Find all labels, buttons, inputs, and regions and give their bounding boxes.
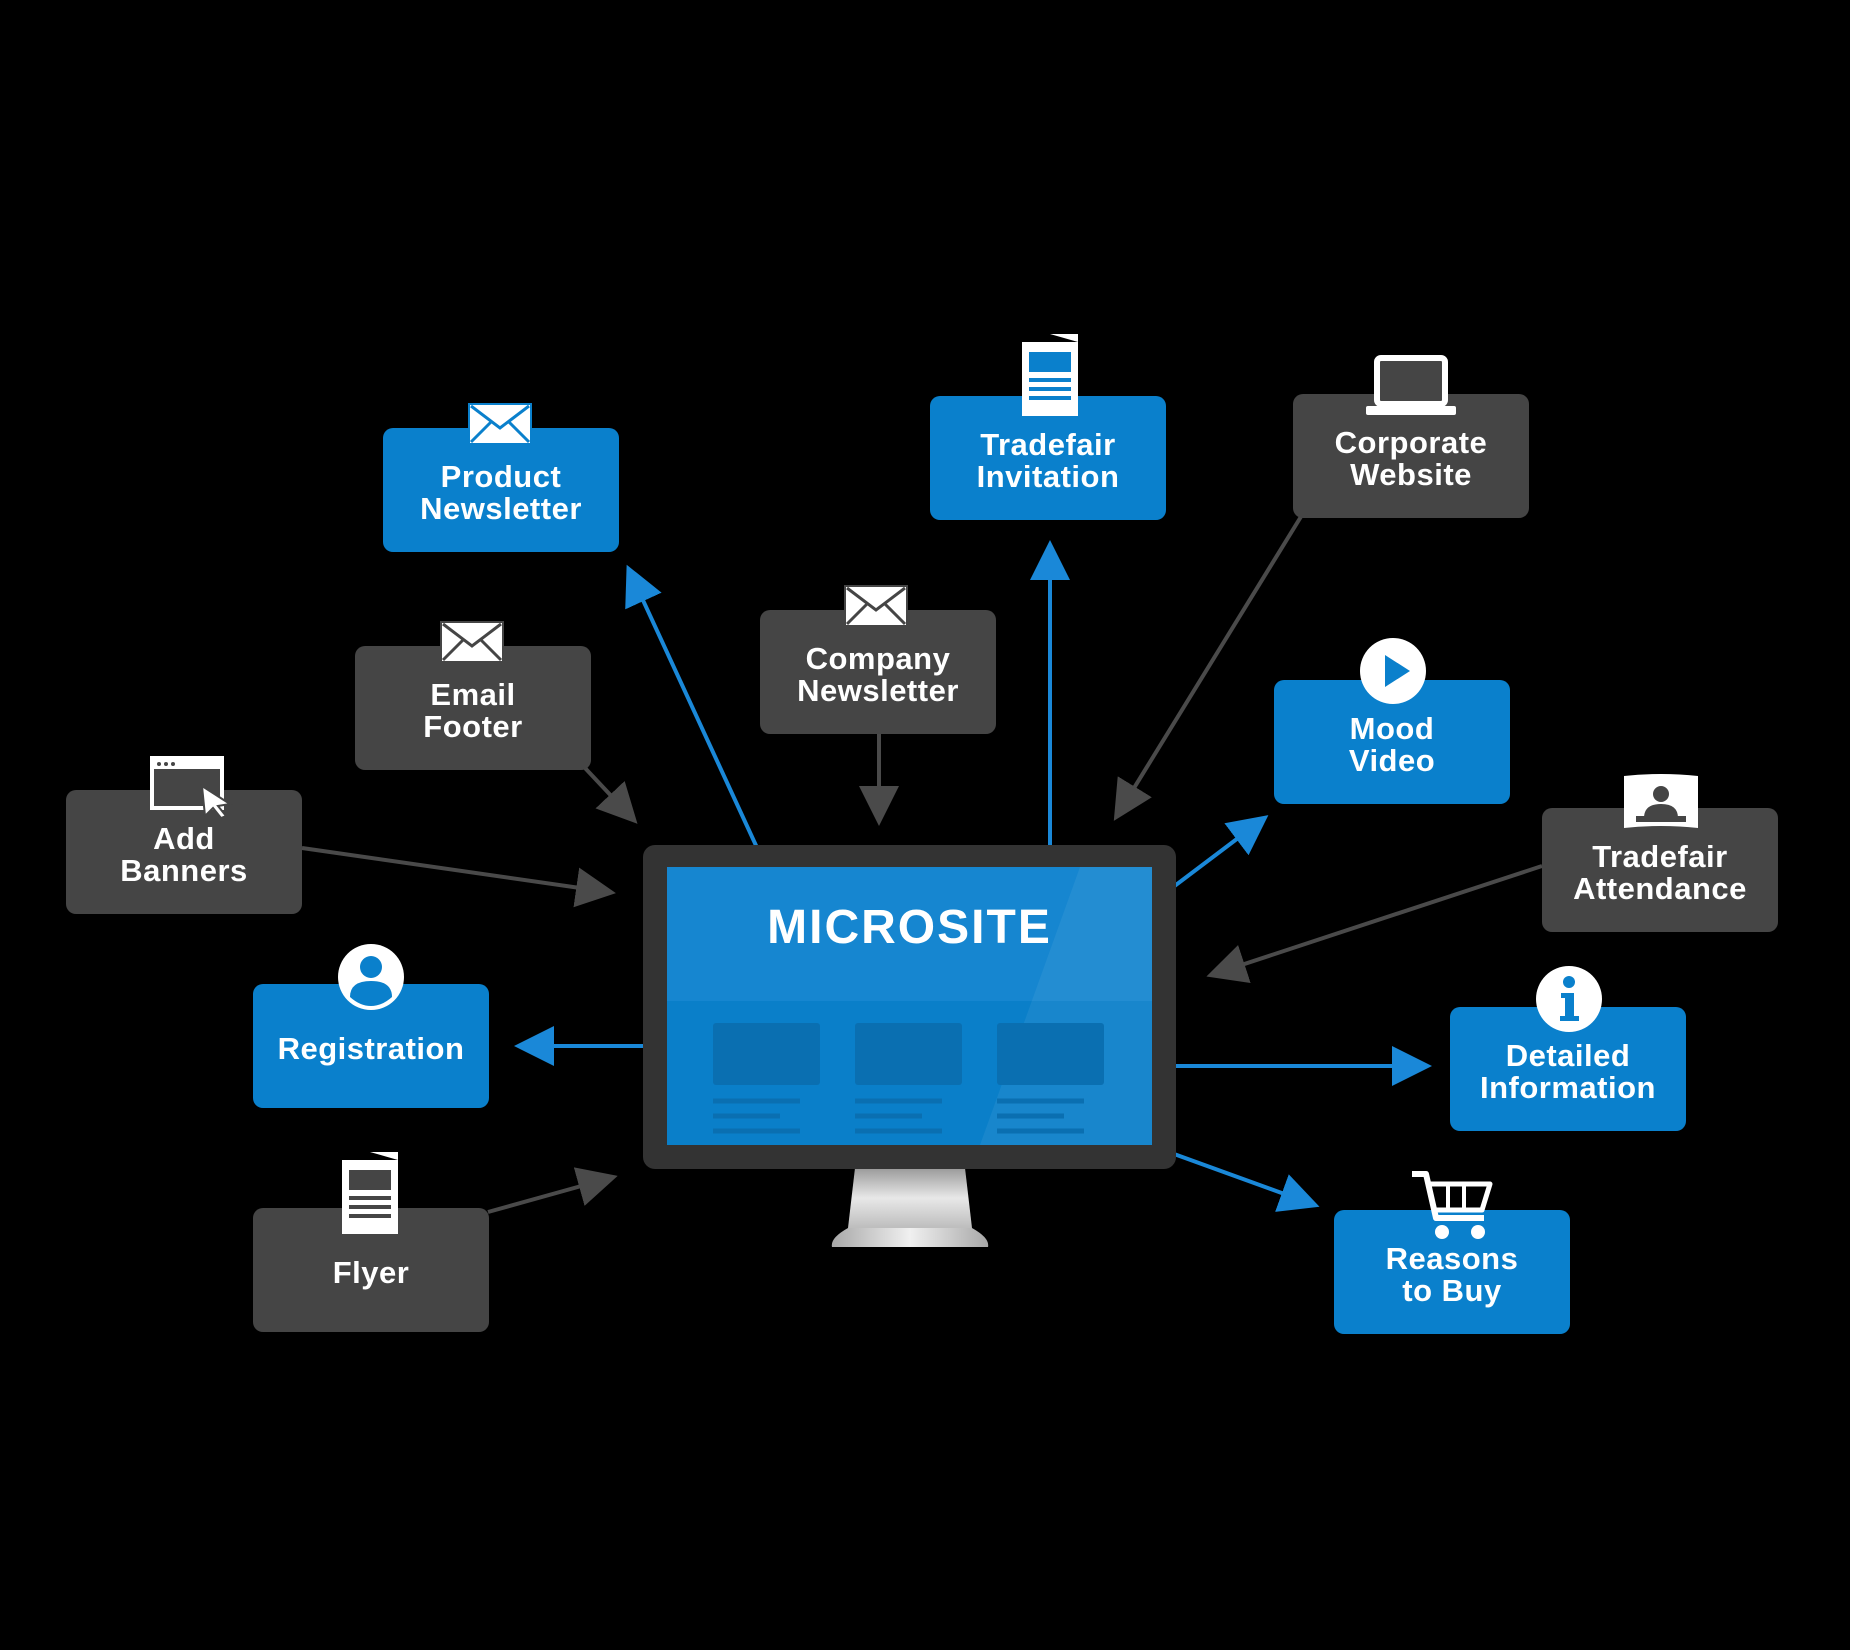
- tradefair-invitation-label: Tradefair Invitation: [976, 427, 1120, 494]
- arrow-from-tradefair-attendance: [1206, 864, 1543, 983]
- monitor-base: [831, 1228, 989, 1247]
- corporate-website-label: Corporate Website: [1334, 425, 1488, 492]
- document-icon: [1022, 334, 1078, 416]
- tradefair-attendance-label: Tradefair Attendance: [1573, 839, 1747, 906]
- tradefair-invitation-node[interactable]: Tradefair Invitation: [930, 396, 1166, 520]
- detailed-information-label: Detailed Information: [1480, 1038, 1656, 1105]
- product-newsletter-label: Product Newsletter: [420, 459, 582, 526]
- reasons-to-buy-label: Reasons to Buy: [1385, 1241, 1519, 1308]
- browser-cursor-icon: [150, 756, 233, 818]
- play-icon: [1360, 638, 1426, 704]
- document-icon: [342, 1152, 398, 1234]
- user-icon: [338, 944, 404, 1010]
- screen-block-1: [713, 1023, 820, 1085]
- info-icon: [1536, 966, 1602, 1032]
- add-banners-node[interactable]: Add Banners: [66, 790, 302, 914]
- add-banners-label: Add Banners: [120, 821, 248, 888]
- product-newsletter-node[interactable]: Product Newsletter: [383, 428, 619, 552]
- detailed-information-node[interactable]: Detailed Information: [1450, 1007, 1686, 1131]
- monitor-screen-header: [667, 867, 1152, 1001]
- company-newsletter-label: Company Newsletter: [797, 641, 959, 708]
- laptop-icon: [1366, 355, 1456, 415]
- arrow-from-add-banners: [301, 846, 616, 908]
- registration-label: Registration: [277, 1031, 465, 1066]
- email-footer-label: Email Footer: [423, 677, 523, 744]
- arrow-to-reasons-to-buy: [1151, 1144, 1320, 1212]
- reasons-to-buy-node[interactable]: Reasons to Buy: [1334, 1210, 1570, 1334]
- screen-block-2: [855, 1023, 962, 1085]
- cart-icon: [1412, 1171, 1493, 1239]
- envelope-icon: [440, 621, 504, 663]
- arrow-from-corporate-website: [1113, 513, 1304, 821]
- monitor-stand: [848, 1168, 972, 1228]
- mood-video-label: Mood Video: [1348, 711, 1436, 778]
- envelope-icon: [844, 585, 908, 627]
- microsite-title: MICROSITE: [767, 901, 1052, 954]
- email-footer-node[interactable]: Email Footer: [355, 646, 591, 770]
- company-newsletter-node[interactable]: Company Newsletter: [760, 610, 996, 734]
- corporate-website-node[interactable]: Corporate Website: [1293, 394, 1529, 518]
- arrow-from-email-footer: [583, 766, 638, 824]
- screen-block-3: [997, 1023, 1104, 1085]
- presenter-icon: [1624, 774, 1698, 828]
- arrow-to-product-newsletter: [625, 564, 767, 866]
- flyer-label: Flyer: [332, 1255, 410, 1290]
- envelope-icon: [468, 403, 532, 445]
- arrow-from-flyer: [487, 1167, 618, 1214]
- screen-text-lines: [713, 1098, 1084, 1134]
- tradefair-attendance-node[interactable]: Tradefair Attendance: [1542, 808, 1778, 932]
